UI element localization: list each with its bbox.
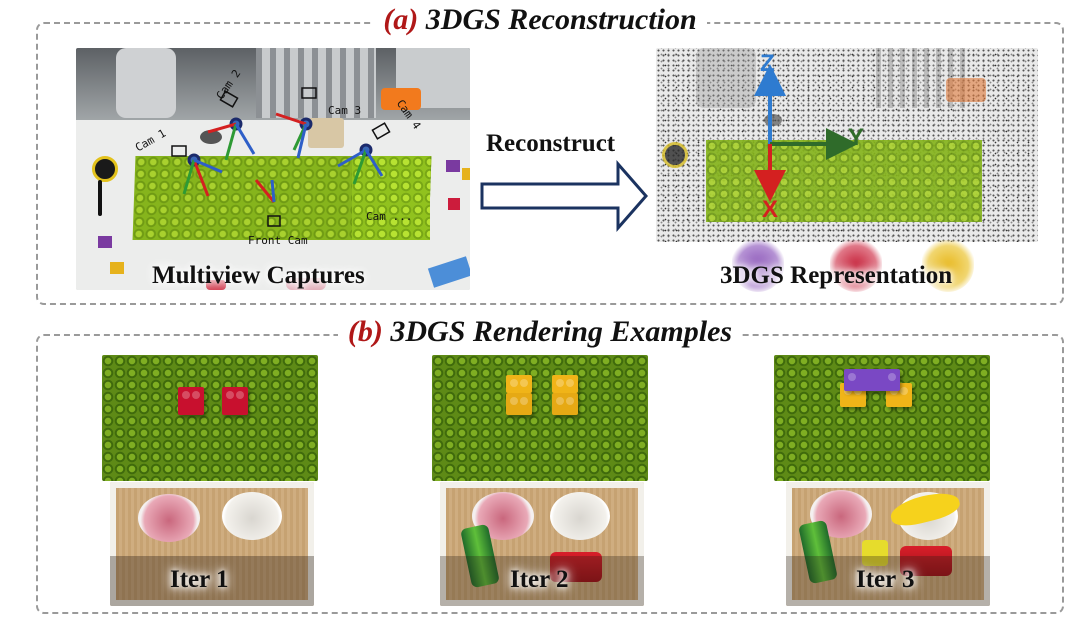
cam-more-label: Cam ... [366, 210, 413, 223]
section-a-tag: (a) [383, 3, 419, 36]
3dgs-representation-caption: 3DGS Representation [720, 262, 953, 289]
section-a-title-text: 3DGS Reconstruction [425, 3, 697, 36]
cam3-label: Cam 3 [328, 104, 362, 117]
section-b-title-text: 3DGS Rendering Examples [390, 315, 733, 348]
multiview-captures-image: Cam 1 Cam 2 Cam 3 Cam 4 Front Cam Cam ..… [76, 48, 470, 290]
axis-z-label: Z [760, 50, 775, 77]
reconstruction-title: (a) 3DGS Reconstruction [373, 2, 707, 38]
gaussian-brick-red [830, 240, 882, 292]
multiview-captures-caption: Multiview Captures [152, 262, 365, 289]
iter3-box-render [786, 482, 990, 606]
front-cam-label: Front Cam [248, 234, 308, 247]
iter1-box-render [110, 482, 314, 606]
iter1-label: Iter 1 [170, 566, 229, 593]
axis-x-label: X [762, 196, 779, 223]
axis-overlay [754, 64, 858, 202]
iter2-box-render [440, 482, 644, 606]
section-b-tag: (b) [347, 315, 383, 348]
iter3-label: Iter 3 [856, 566, 915, 593]
reconstruct-label: Reconstruct [486, 130, 616, 157]
iter1-lego-render [102, 355, 318, 481]
iter2-lego-render [432, 355, 648, 481]
iter2-label: Iter 2 [510, 566, 569, 593]
rendering-title-wrap: (b) 3DGS Rendering Examples [0, 314, 1080, 350]
gaussian-brick-yellow [922, 240, 974, 292]
reconstruct-arrow-icon [480, 160, 648, 232]
iter3-lego-render [774, 355, 990, 481]
rendering-title: (b) 3DGS Rendering Examples [337, 314, 743, 350]
gaussian-brick-purple [732, 240, 784, 292]
camera-rig-overlay [171, 87, 391, 227]
axis-y-label: Y [848, 124, 865, 151]
reconstruction-title-wrap: (a) 3DGS Reconstruction [0, 2, 1080, 38]
